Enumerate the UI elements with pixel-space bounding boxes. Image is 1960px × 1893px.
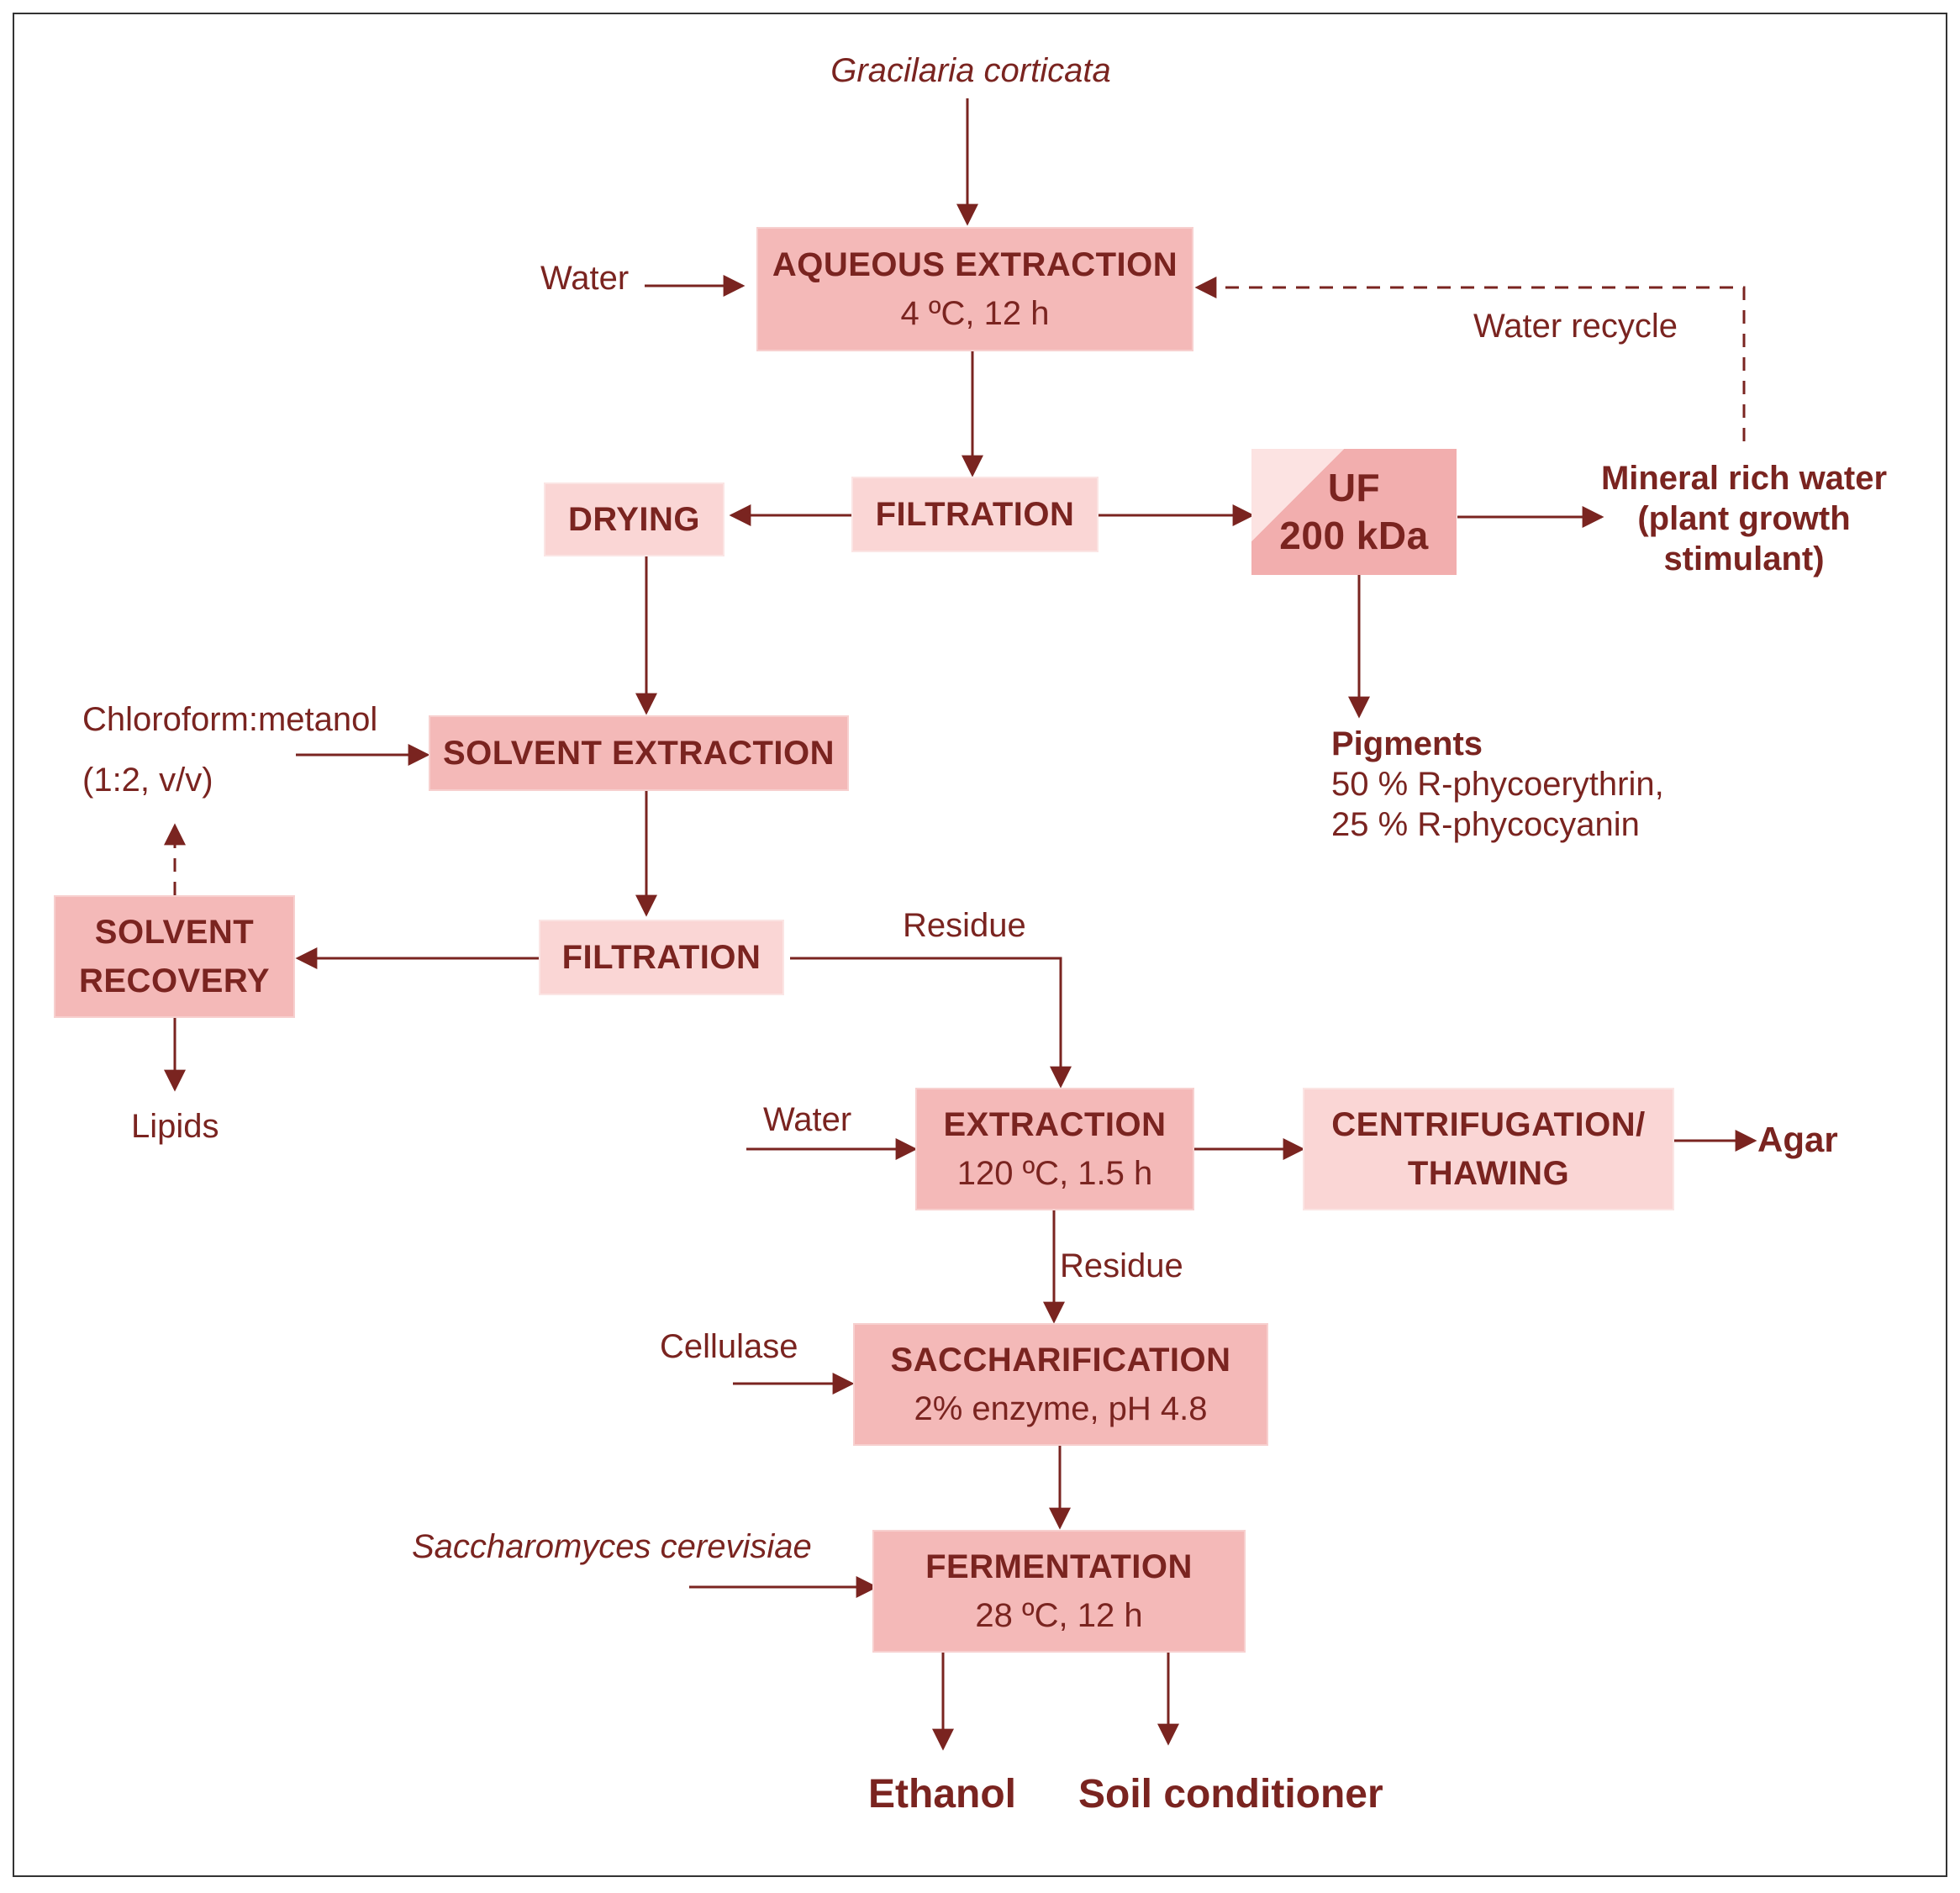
extraction-title: EXTRACTION (943, 1106, 1167, 1143)
centrifugation-title-line2: THAWING (1407, 1155, 1570, 1192)
solvent-extraction-box: SOLVENT EXTRACTION (429, 715, 849, 791)
arrow-water-recycle (1194, 277, 1746, 441)
solvent-extraction-title: SOLVENT EXTRACTION (442, 735, 835, 772)
uf-subtitle: 200 kDa (1279, 514, 1429, 557)
mineral-water-line2: (plant growth (1637, 500, 1851, 537)
water-input-label-1: Water (540, 260, 630, 297)
solvent-recovery-box: SOLVENT RECOVERY (54, 895, 295, 1018)
pigments-output: Pigments 50 % R-phycoerythrin, 25 % R-ph… (1331, 724, 1664, 845)
pigments-line1: 50 % R-phycoerythrin, (1331, 766, 1664, 803)
water-input-label-2: Water (763, 1101, 852, 1138)
drying-title: DRYING (567, 501, 701, 538)
residue-label-2: Residue (1060, 1247, 1183, 1284)
solvent-input-line1: Chloroform:metanol (82, 701, 378, 738)
filtration-box-1: FILTRATION (851, 477, 1099, 552)
saccharification-box: SACCHARIFICATION 2% enzyme, pH 4.8 (853, 1323, 1268, 1446)
ethanol-output: Ethanol (868, 1772, 1016, 1817)
drying-box: DRYING (544, 482, 724, 556)
filtration-1-title: FILTRATION (875, 496, 1075, 533)
mineral-water-line1: Mineral rich water (1600, 460, 1888, 497)
uf-box: UF 200 kDa (1251, 449, 1457, 575)
aqueous-extraction-title: AQUEOUS EXTRACTION (772, 246, 1178, 283)
fermentation-title: FERMENTATION (925, 1548, 1193, 1585)
saccharification-title: SACCHARIFICATION (890, 1342, 1231, 1379)
solvent-input-label: Chloroform:metanol (1:2, v/v) (82, 699, 377, 800)
mineral-water-line3: stimulant) (1663, 540, 1825, 577)
fermentation-conditions: 28 ºC, 12 h (975, 1597, 1143, 1634)
soil-conditioner-output: Soil conditioner (1078, 1772, 1383, 1817)
pigments-title: Pigments (1331, 725, 1483, 762)
yeast-input-label: Saccharomyces cerevisiae (412, 1528, 812, 1565)
fermentation-box: FERMENTATION 28 ºC, 12 h (872, 1530, 1246, 1653)
residue-label-1: Residue (903, 907, 1026, 944)
uf-title: UF (1327, 465, 1381, 509)
arrow-residue-to-extraction (790, 957, 1072, 1089)
pigments-line2: 25 % R-phycocyanin (1331, 806, 1640, 843)
filtration-2-title: FILTRATION (561, 939, 761, 976)
centrifugation-box: CENTRIFUGATION/ THAWING (1303, 1088, 1674, 1210)
lipids-output: Lipids (131, 1108, 219, 1145)
diagram-frame (13, 13, 1947, 1877)
solvent-recovery-title-line1: SOLVENT (94, 914, 255, 951)
mineral-water-output: Mineral rich water (plant growth stimula… (1593, 458, 1895, 579)
aqueous-extraction-box: AQUEOUS EXTRACTION 4 ºC, 12 h (756, 227, 1193, 351)
feed-label: Gracilaria corticata (830, 52, 1111, 89)
centrifugation-title-line1: CENTRIFUGATION/ (1331, 1106, 1646, 1143)
extraction-box: EXTRACTION 120 ºC, 1.5 h (915, 1088, 1194, 1210)
aqueous-extraction-conditions: 4 ºC, 12 h (900, 295, 1050, 332)
extraction-conditions: 120 ºC, 1.5 h (956, 1155, 1153, 1192)
solvent-input-line2: (1:2, v/v) (82, 762, 213, 799)
saccharification-conditions: 2% enzyme, pH 4.8 (914, 1390, 1208, 1427)
solvent-recovery-title-line2: RECOVERY (78, 962, 270, 999)
water-recycle-label: Water recycle (1473, 308, 1678, 345)
cellulase-input-label: Cellulase (660, 1328, 798, 1365)
filtration-box-2: FILTRATION (539, 920, 784, 995)
agar-output: Agar (1757, 1120, 1838, 1159)
